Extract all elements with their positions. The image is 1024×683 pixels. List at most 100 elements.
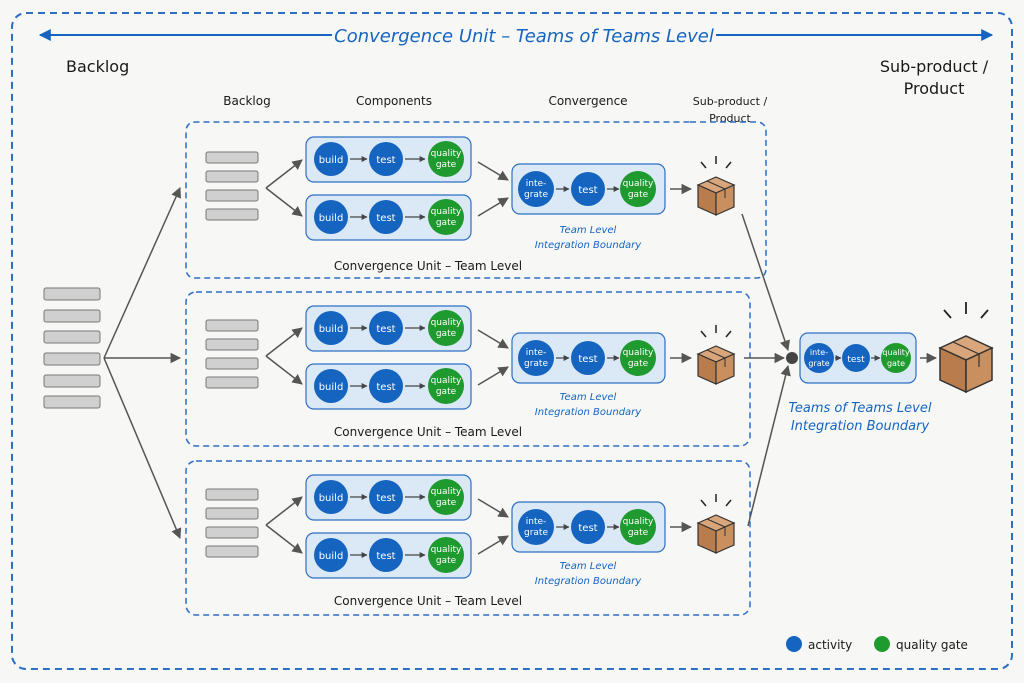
- test-activity: [571, 341, 605, 375]
- main-backlog-stack: [43, 287, 101, 409]
- backlog-item: [205, 545, 259, 558]
- build-label: build: [319, 551, 344, 562]
- backlog-item: [205, 526, 259, 539]
- backlog-item: [205, 170, 259, 183]
- team-integration-label-line1: Team Level: [560, 225, 617, 236]
- backlog-item: [205, 488, 259, 501]
- legend-activity-swatch: [786, 636, 802, 652]
- backlog-item: [43, 287, 101, 301]
- team-unit-2: build test quality gate build test quali…: [185, 291, 751, 447]
- main-backlog-arrow-bottom: [103, 357, 182, 539]
- integrate-label-line1: inte-: [526, 517, 547, 527]
- quality-gate: [881, 343, 911, 373]
- quality-gate-label-line2: gate: [436, 387, 457, 397]
- test-activity: [369, 200, 403, 234]
- split-arrow-upper: [265, 496, 303, 526]
- test-label: test: [376, 213, 395, 224]
- quality-gate-label-line2: gate: [436, 498, 457, 508]
- merge-arrow-lower: [477, 535, 509, 555]
- team-unit-1: build test quality gate build test quali…: [185, 121, 767, 279]
- quality-gate-label-line1: quality: [431, 545, 462, 555]
- package-box-icon: [696, 345, 736, 385]
- integrate-activity: [804, 343, 834, 373]
- quality-gate: [620, 509, 656, 545]
- merge-arrow-upper: [477, 161, 509, 181]
- merge-arrow-upper: [477, 498, 509, 518]
- integrate-label-line2: grate: [524, 528, 548, 538]
- team-unit-frame: [185, 460, 751, 616]
- header-convergence: Convergence: [548, 94, 627, 108]
- tot-integration-label-line2: Integration Boundary: [791, 419, 930, 434]
- team-integration-label-line2: Integration Boundary: [535, 240, 643, 251]
- build-activity: [314, 369, 348, 403]
- backlog-item: [43, 374, 101, 388]
- test-label: test: [376, 493, 395, 504]
- legend-activity-label: activity: [808, 638, 852, 652]
- quality-gate-label-line1: quality: [623, 517, 654, 527]
- quality-gate-label-line2: gate: [436, 160, 457, 170]
- integrate-label-line2: grate: [524, 190, 548, 200]
- junction-dot: [786, 352, 798, 364]
- test-activity: [369, 369, 403, 403]
- header-backlog: Backlog: [223, 94, 270, 108]
- team-unit-frame: [185, 291, 751, 447]
- build-activity: [314, 480, 348, 514]
- build-activity: [314, 200, 348, 234]
- legend-quality-gate-swatch: [874, 636, 890, 652]
- quality-gate-label-line1: quality: [431, 207, 462, 217]
- test-activity: [571, 172, 605, 206]
- backlog-item: [205, 376, 259, 389]
- integrate-activity: [518, 340, 554, 376]
- quality-gate-label-line1: quality: [431, 318, 462, 328]
- quality-gate: [428, 537, 464, 573]
- quality-gate: [620, 171, 656, 207]
- test-label: test: [376, 382, 395, 393]
- integrate-label-line1: inte-: [526, 179, 547, 189]
- split-arrow-lower: [265, 355, 303, 385]
- build-label: build: [319, 155, 344, 166]
- test-activity: [369, 311, 403, 345]
- backlog-item: [205, 319, 259, 332]
- header-subproduct-line2: Product: [709, 112, 751, 125]
- test-label: test: [578, 354, 597, 365]
- outer-backlog-label: Backlog: [66, 57, 129, 76]
- team-unit-frame: [185, 121, 767, 279]
- merge-arrow-upper: [477, 329, 509, 349]
- quality-gate-label-line2: gate: [628, 190, 649, 200]
- test-activity: [369, 538, 403, 572]
- test-label: test: [376, 551, 395, 562]
- team-unit-label: Convergence Unit – Team Level: [334, 259, 522, 273]
- legend: activity quality gate: [786, 636, 968, 652]
- quality-gate-label-line2: gate: [628, 528, 649, 538]
- split-arrow-upper: [265, 159, 303, 189]
- quality-gate: [428, 199, 464, 235]
- quality-gate-label-line1: quality: [431, 149, 462, 159]
- test-activity: [369, 480, 403, 514]
- converge-arrow-bottom: [747, 364, 791, 527]
- outer-convergence-frame: [11, 12, 1013, 670]
- split-arrow-lower: [265, 524, 303, 554]
- test-activity: [369, 142, 403, 176]
- backlog-item: [205, 208, 259, 221]
- integrate-label-line1: inte-: [526, 348, 547, 358]
- diagram-title: Convergence Unit – Teams of Teams Level: [334, 26, 714, 47]
- merge-arrow-lower: [477, 366, 509, 386]
- quality-gate-label-line2: gate: [436, 556, 457, 566]
- backlog-item: [43, 352, 101, 366]
- package-box-icon: [696, 176, 736, 216]
- test-activity: [842, 344, 870, 372]
- teams-of-teams-integration: inte- grate test quality gate Teams of T…: [789, 332, 932, 434]
- quality-gate: [428, 368, 464, 404]
- quality-gate: [428, 141, 464, 177]
- quality-gate: [428, 479, 464, 515]
- integrate-label-line2: grate: [808, 359, 829, 368]
- integrate-label-line1: inte-: [810, 348, 828, 357]
- product-package-box-icon: [938, 335, 994, 394]
- tot-integration-label-line1: Teams of Teams Level: [789, 401, 932, 416]
- sparkle-lines-icon: [700, 325, 732, 338]
- test-label: test: [376, 324, 395, 335]
- merge-arrow-lower: [477, 197, 509, 217]
- backlog-item: [43, 330, 101, 344]
- integrate-label-line2: grate: [524, 359, 548, 369]
- quality-gate-label-line1: quality: [882, 348, 910, 357]
